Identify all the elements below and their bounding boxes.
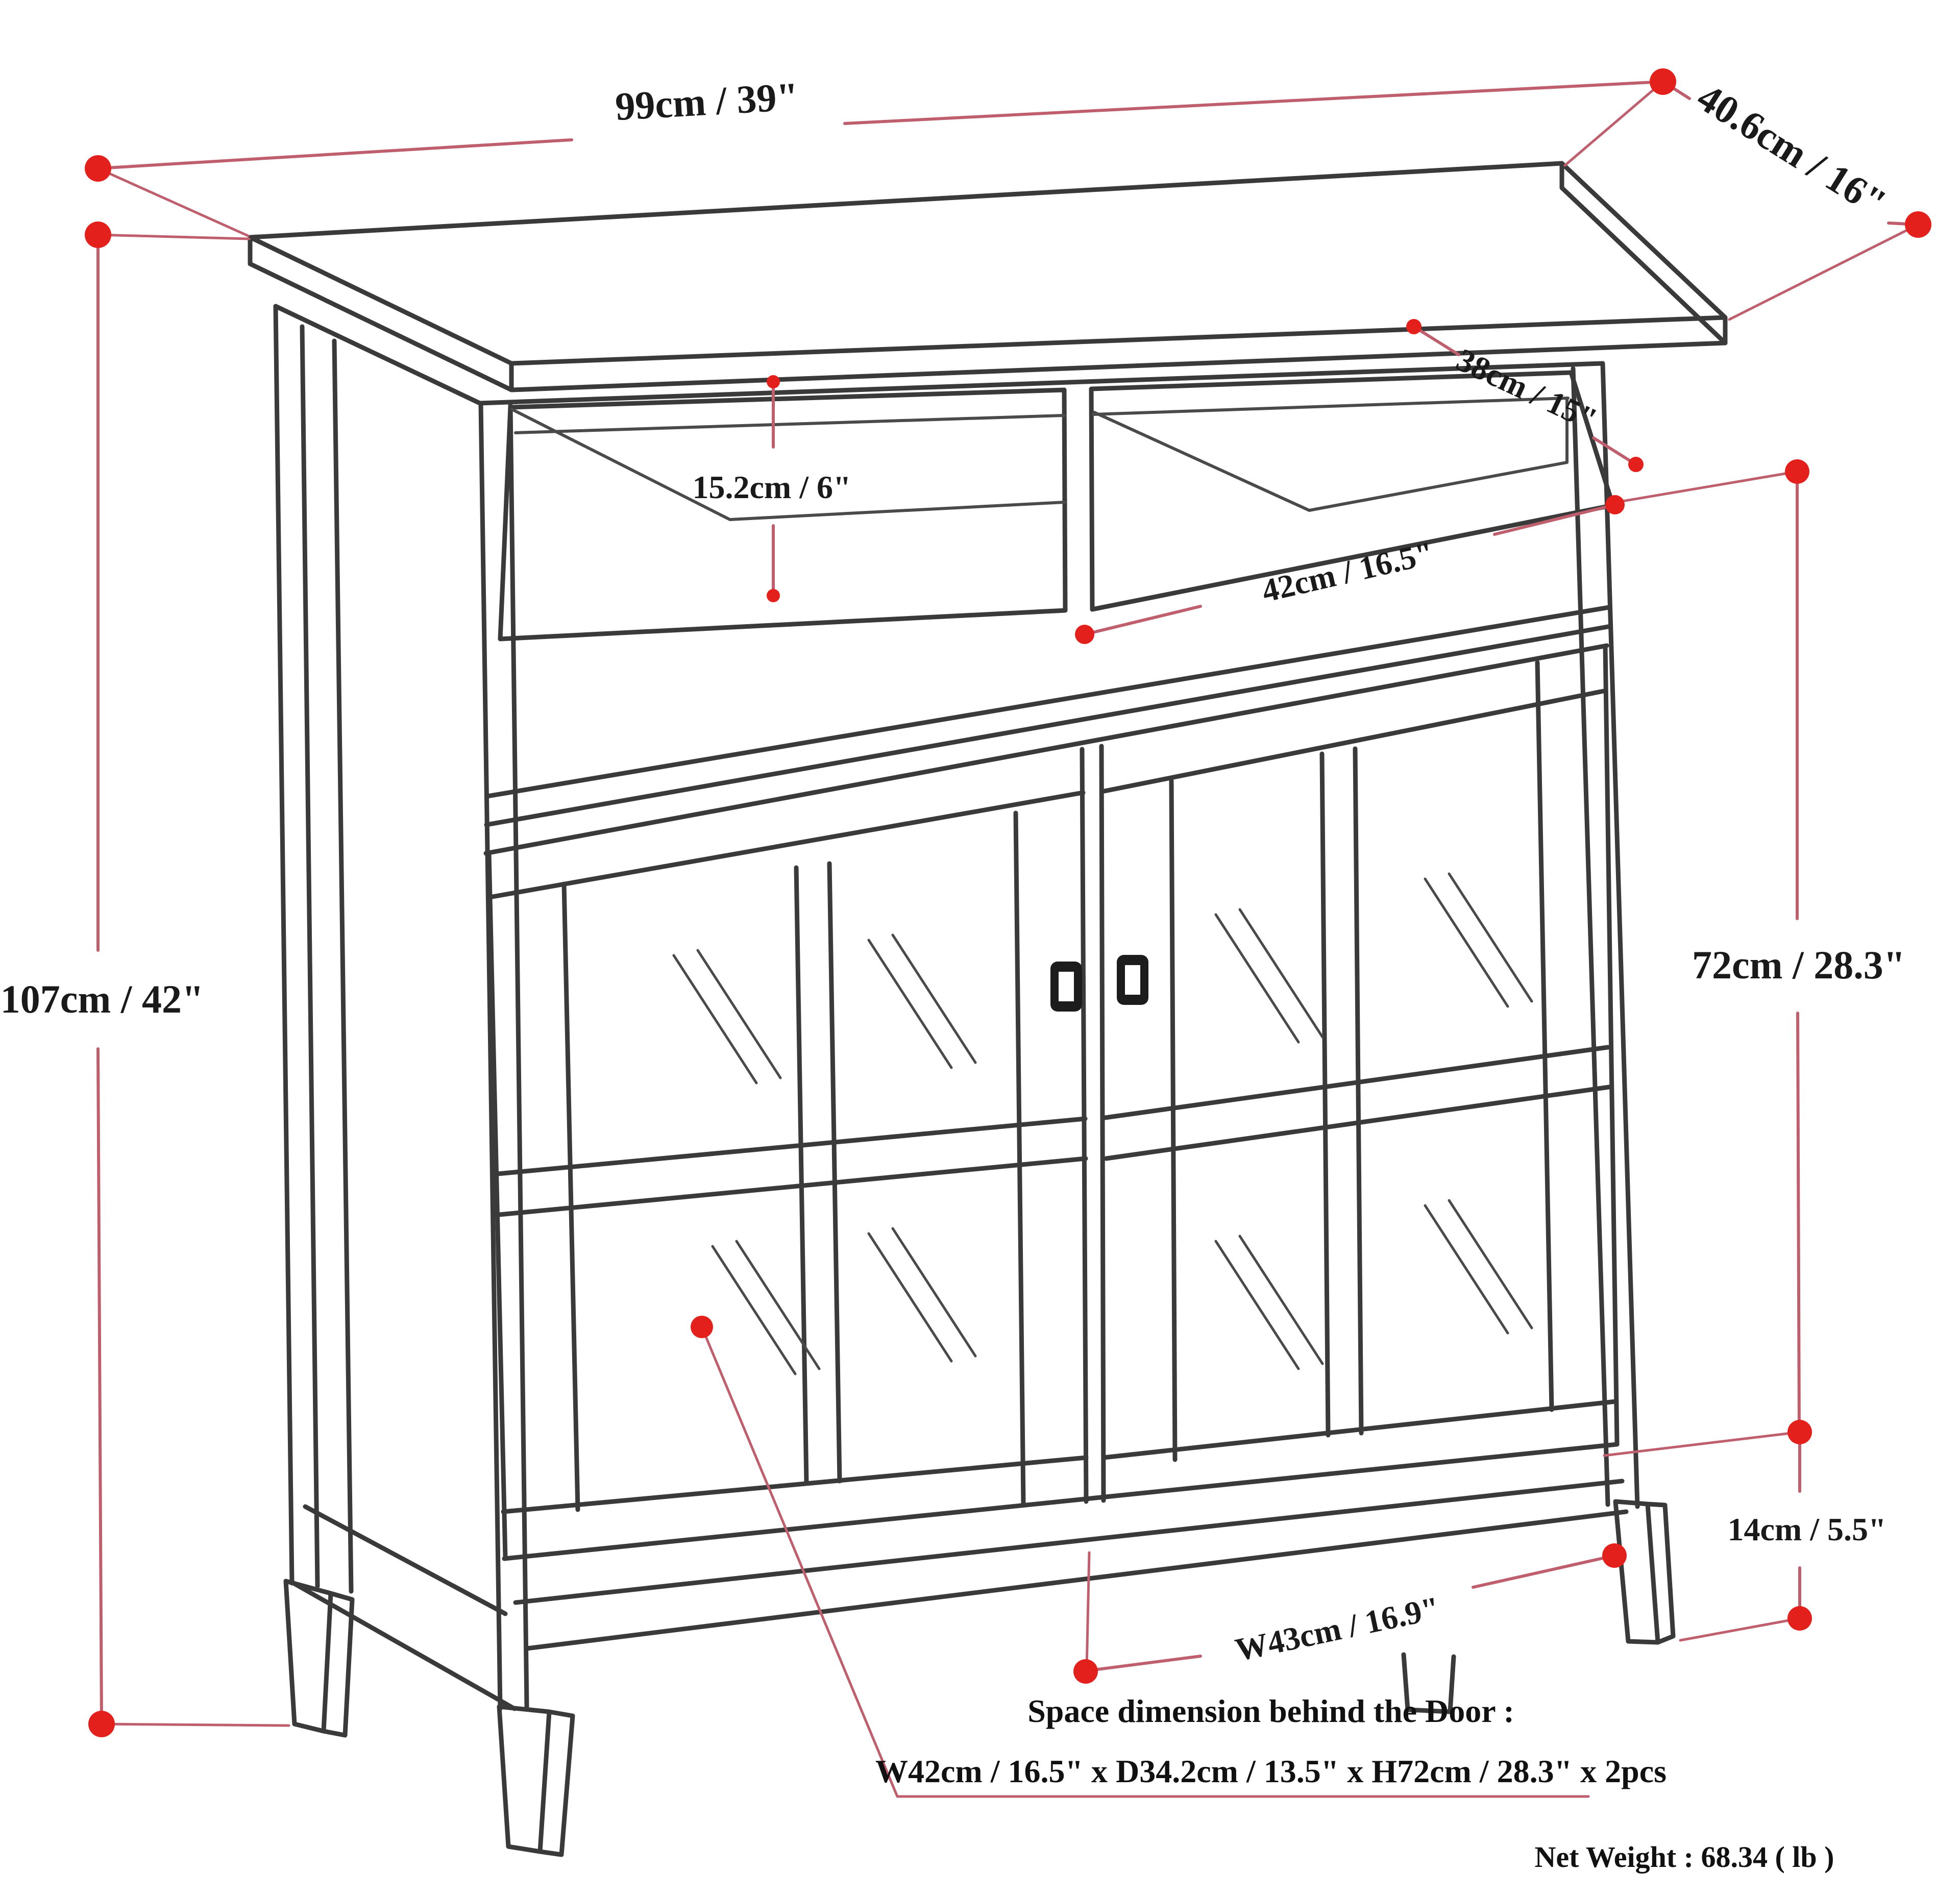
- dim-width-line: [96, 80, 1664, 170]
- dim-dot: [85, 155, 111, 182]
- dim-door-width-line: [1096, 1554, 1616, 1671]
- dim-leg-height-leader: [1679, 1617, 1801, 1642]
- leg-height-label: 14cm / 5.5": [1727, 1511, 1886, 1547]
- dim-dot: [1785, 459, 1809, 484]
- cubby-width-label: 42cm / 16.5": [1258, 534, 1437, 609]
- bottom-skirt-lines: [502, 1442, 1629, 1651]
- dim-dot: [1075, 625, 1094, 644]
- door-width-label: W43cm / 16.9": [1232, 1589, 1443, 1668]
- space-dimension-heading: Space dimension behind the Door :: [1027, 1693, 1514, 1729]
- left-door-frame: [486, 747, 1089, 1560]
- cabinet-top-slab: [248, 161, 1728, 392]
- space-note-dot: [691, 1316, 713, 1338]
- left-door-handle-icon: [1050, 962, 1082, 1012]
- dim-dot: [1787, 1420, 1812, 1444]
- dim-dot: [1073, 1659, 1098, 1684]
- depth-label: 40.6cm / 16": [1689, 75, 1894, 225]
- dim-height-line: [96, 233, 103, 1726]
- cabinet-legs: [283, 1499, 1676, 1857]
- cabinet-line-art: [248, 161, 1728, 1857]
- right-door-frame: [1099, 644, 1620, 1503]
- mid-band-lines: [483, 605, 1611, 856]
- dim-dot: [85, 221, 111, 248]
- right-door-handle-icon: [1117, 955, 1148, 1005]
- dim-dot: [88, 1711, 115, 1737]
- cabinet-carcass-frame: [273, 304, 1640, 1711]
- dim-dot: [1905, 211, 1931, 238]
- dim-depth-leader: [1728, 223, 1920, 321]
- cubby-interior-lines: [510, 397, 1570, 521]
- space-dimension-detail: W42cm / 16.5" x D34.2cm / 13.5" x H72cm …: [875, 1753, 1667, 1789]
- cubby-depth-label: 38cm / 15": [1451, 341, 1603, 438]
- dim-door-height-leaders: [1603, 470, 1801, 1457]
- dim-width-leaders: [96, 80, 1664, 237]
- dimension-annotations: [85, 68, 1931, 1798]
- dim-door-width-leader: [1085, 1551, 1091, 1671]
- dim-dot: [767, 375, 780, 388]
- dim-height-leaders: [96, 233, 290, 1727]
- dim-cubby-width-line: [1083, 503, 1616, 636]
- dim-dot: [767, 589, 780, 602]
- glass-reflection-marks: [672, 872, 1533, 1375]
- width-label: 99cm / 39": [614, 74, 800, 129]
- net-weight-label: Net Weight : 68.34 ( lb ): [1535, 1840, 1834, 1874]
- door-height-label: 72cm / 28.3": [1692, 943, 1905, 987]
- dim-dot: [1628, 457, 1644, 472]
- note-labels: Space dimension behind the Door : W42cm …: [875, 1693, 1834, 1874]
- space-note-leader: [700, 1325, 1590, 1798]
- dim-dot: [1406, 319, 1422, 334]
- cabinet-top-slab-right-edge: [1559, 161, 1728, 346]
- dim-dot: [1602, 1543, 1627, 1568]
- height-label: 107cm / 42": [1, 977, 204, 1021]
- cubby-openings: [498, 370, 1615, 642]
- dim-dot: [1787, 1606, 1812, 1631]
- dim-cubby-depth-line: [1412, 325, 1637, 466]
- dim-dot: [1605, 495, 1625, 514]
- dim-dot: [1650, 68, 1676, 95]
- cubby-height-label: 15.2cm / 6": [692, 469, 851, 505]
- dim-door-height-line: [1796, 470, 1801, 1434]
